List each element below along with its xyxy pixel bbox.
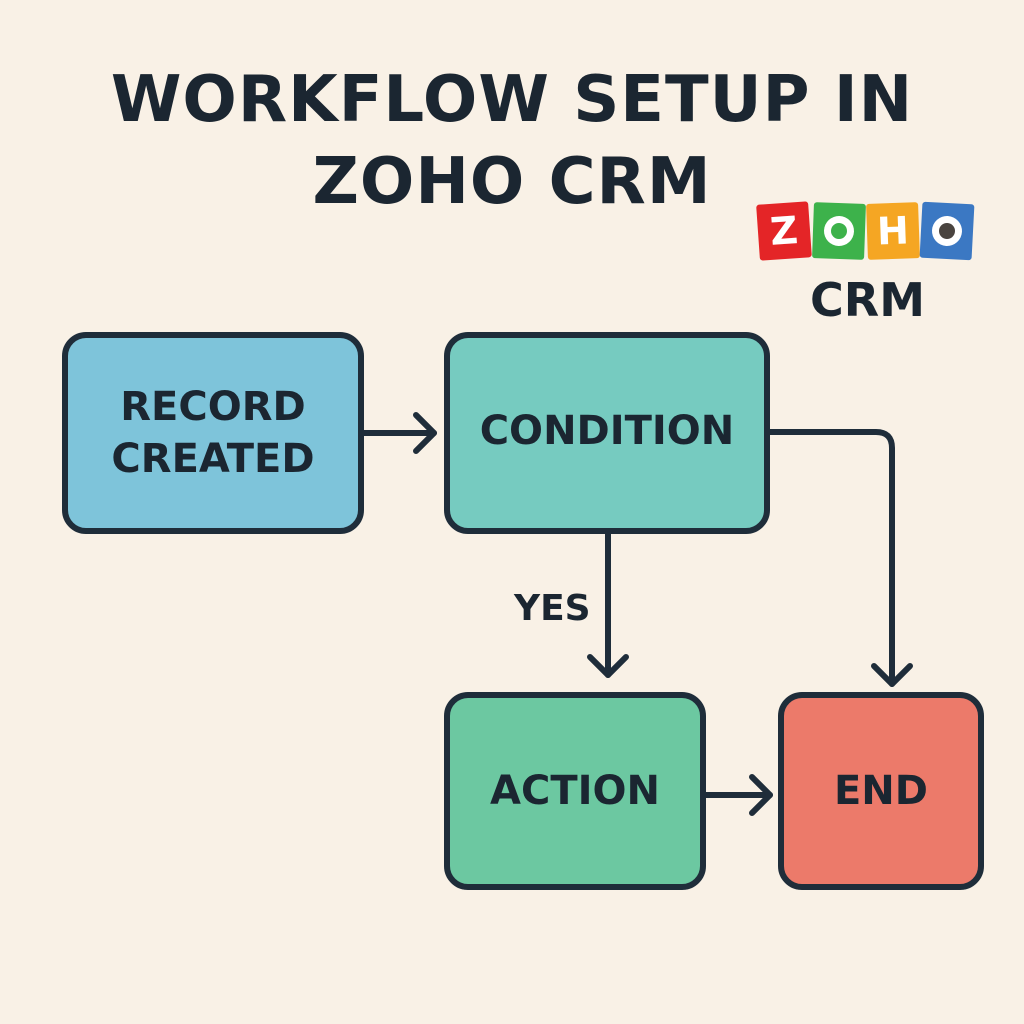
arrow-action-to-end	[703, 774, 773, 816]
diagram-title-line-1: WORKFLOW SETUP IN	[110, 63, 914, 137]
node-end[interactable]: END	[778, 692, 984, 890]
node-label: CONDITION	[479, 408, 735, 454]
zoho-crm-logo: Z H CRM	[755, 195, 980, 327]
node-condition[interactable]: CONDITION	[444, 332, 770, 534]
node-action[interactable]: ACTION	[444, 692, 706, 890]
edge-label-yes: YES	[514, 588, 591, 629]
arrow-condition-to-action	[587, 531, 629, 678]
node-label: END	[833, 768, 928, 814]
node-label-line-1: RECORD	[120, 384, 306, 430]
node-label-line-2: CREATED	[111, 436, 315, 482]
arrow-condition-to-end	[767, 429, 913, 687]
node-record-created[interactable]: RECORD CREATED	[62, 332, 364, 534]
logo-crm-text: CRM	[810, 273, 925, 327]
arrow-record-to-condition	[361, 412, 437, 454]
diagram-title-line-2: ZOHO CRM	[312, 145, 712, 219]
node-label: ACTION	[490, 768, 660, 814]
node-label: RECORD CREATED	[111, 381, 314, 485]
